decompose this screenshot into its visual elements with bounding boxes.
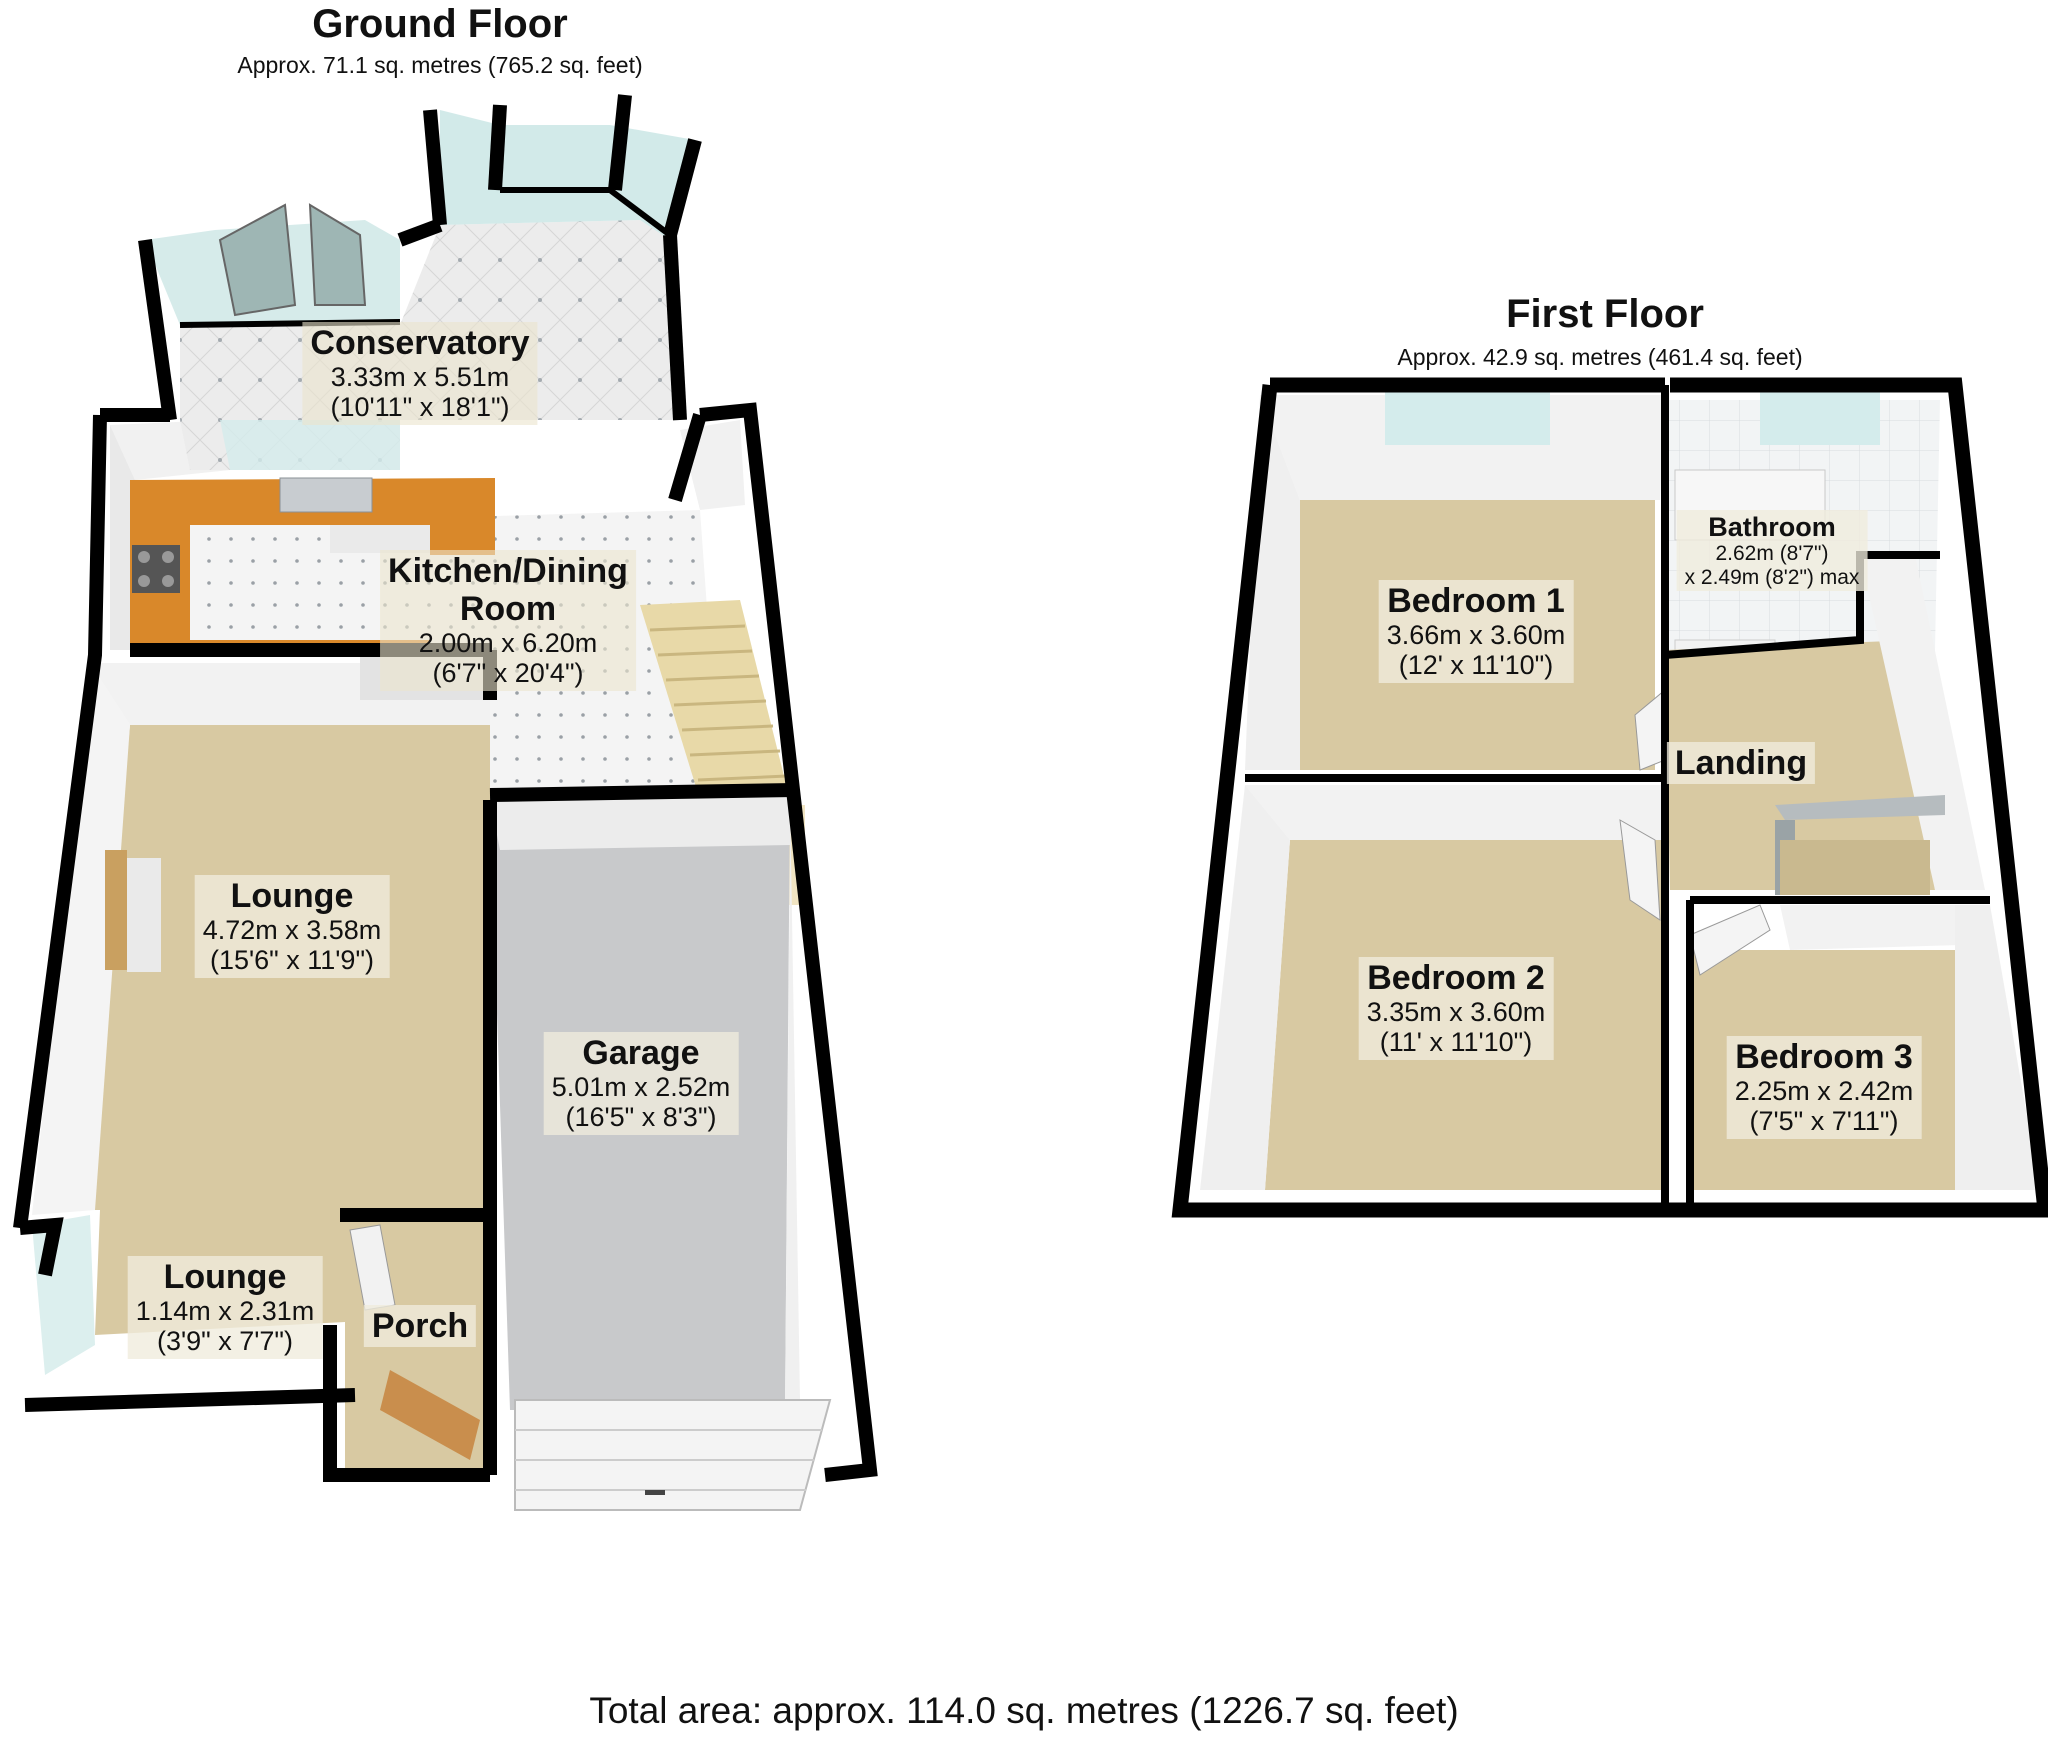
room-name-line2: Room xyxy=(459,590,557,629)
room-label-lounge: Lounge 4.72m x 3.58m (15'6" x 11'9") xyxy=(194,875,390,978)
hob xyxy=(132,545,180,593)
room-label-porch: Porch xyxy=(363,1305,477,1348)
room-label-bedroom3: Bedroom 3 2.25m x 2.42m (7'5" x 7'11") xyxy=(1726,1036,1922,1139)
room-label-bathroom: Bathroom 2.62m (8'7") x 2.49m (8'2") max xyxy=(1676,510,1868,592)
room-label-bedroom1: Bedroom 1 3.66m x 3.60m (12' x 11'10") xyxy=(1378,580,1574,683)
room-name: Bedroom 1 xyxy=(1387,582,1565,620)
room-dim-metric: 2.00m x 6.20m xyxy=(418,628,598,659)
room-dim-line1: 2.62m (8'7") xyxy=(1715,542,1829,566)
room-dim-imperial: (15'6" x 11'9") xyxy=(209,945,375,976)
room-name: Garage xyxy=(582,1034,700,1072)
garage-door xyxy=(514,1399,832,1511)
bathroom-window xyxy=(1760,390,1880,445)
kitchen-worktop xyxy=(130,478,495,650)
ground-floor-area: Approx. 71.1 sq. metres (765.2 sq. feet) xyxy=(237,52,643,78)
lounge-west-wall xyxy=(32,663,130,1215)
room-dim-line2: x 2.49m (8'2") max xyxy=(1684,565,1860,589)
room-dim-metric: 4.72m x 3.58m xyxy=(202,915,382,946)
bedroom1-window xyxy=(1385,385,1550,445)
sink xyxy=(279,477,373,513)
room-dim-imperial: (3'9" x 7'7") xyxy=(156,1326,294,1357)
room-name-line1: Kitchen/Dining xyxy=(388,552,628,590)
room-dim-metric: 2.25m x 2.42m xyxy=(1734,1076,1914,1107)
room-dim-imperial: (6'7" x 20'4") xyxy=(432,658,584,689)
first-floor-title: First Floor xyxy=(1506,292,1704,336)
room-label-landing: Landing xyxy=(1666,742,1816,785)
total-area: Total area: approx. 114.0 sq. metres (12… xyxy=(589,1690,1459,1731)
room-dim-imperial: (11' x 11'10") xyxy=(1379,1027,1533,1058)
french-doors xyxy=(218,203,297,317)
first-floor-plan xyxy=(1171,377,2048,1218)
room-dim-metric: 1.14m x 2.31m xyxy=(135,1296,315,1327)
room-dim-metric: 3.33m x 5.51m xyxy=(330,362,510,393)
room-dim-metric: 5.01m x 2.52m xyxy=(551,1072,731,1103)
ground-floor-title: Ground Floor xyxy=(312,2,568,46)
room-dim-imperial: (10'11" x 18'1") xyxy=(330,392,510,423)
room-name: Lounge xyxy=(163,1258,287,1296)
room-name: Landing xyxy=(1674,744,1808,782)
first-floor-area: Approx. 42.9 sq. metres (461.4 sq. feet) xyxy=(1397,344,1803,370)
first-floor-walls xyxy=(1171,377,2048,1218)
room-dim-imperial: (12' x 11'10") xyxy=(1398,650,1554,681)
room-label-kitchen: Kitchen/Dining Room 2.00m x 6.20m (6'7" … xyxy=(380,550,636,691)
bay-window xyxy=(32,1215,95,1375)
room-dim-metric: 3.66m x 3.60m xyxy=(1386,620,1566,651)
room-name: Porch xyxy=(371,1307,469,1345)
front-door xyxy=(380,1370,480,1460)
room-name: Lounge xyxy=(230,877,354,915)
room-dim-metric: 3.35m x 3.60m xyxy=(1366,997,1546,1028)
room-name: Bedroom 3 xyxy=(1735,1038,1913,1076)
room-label-garage: Garage 5.01m x 2.52m (16'5" x 8'3") xyxy=(543,1032,739,1135)
room-name: Bathroom xyxy=(1708,512,1836,542)
room-name: Bedroom 2 xyxy=(1367,959,1545,997)
landing-stair-rail xyxy=(1775,795,1945,895)
room-name: Conservatory xyxy=(310,324,530,362)
room-label-bedroom2: Bedroom 2 3.35m x 3.60m (11' x 11'10") xyxy=(1358,957,1554,1060)
ground-walls xyxy=(13,94,878,1482)
room-dim-imperial: (16'5" x 8'3") xyxy=(565,1102,717,1133)
room-dim-imperial: (7'5" x 7'11") xyxy=(1749,1106,1899,1137)
room-label-conservatory: Conservatory 3.33m x 5.51m (10'11" x 18'… xyxy=(302,322,538,425)
fireplace xyxy=(105,850,127,970)
room-label-lounge-bay: Lounge 1.14m x 2.31m (3'9" x 7'7") xyxy=(127,1256,323,1359)
